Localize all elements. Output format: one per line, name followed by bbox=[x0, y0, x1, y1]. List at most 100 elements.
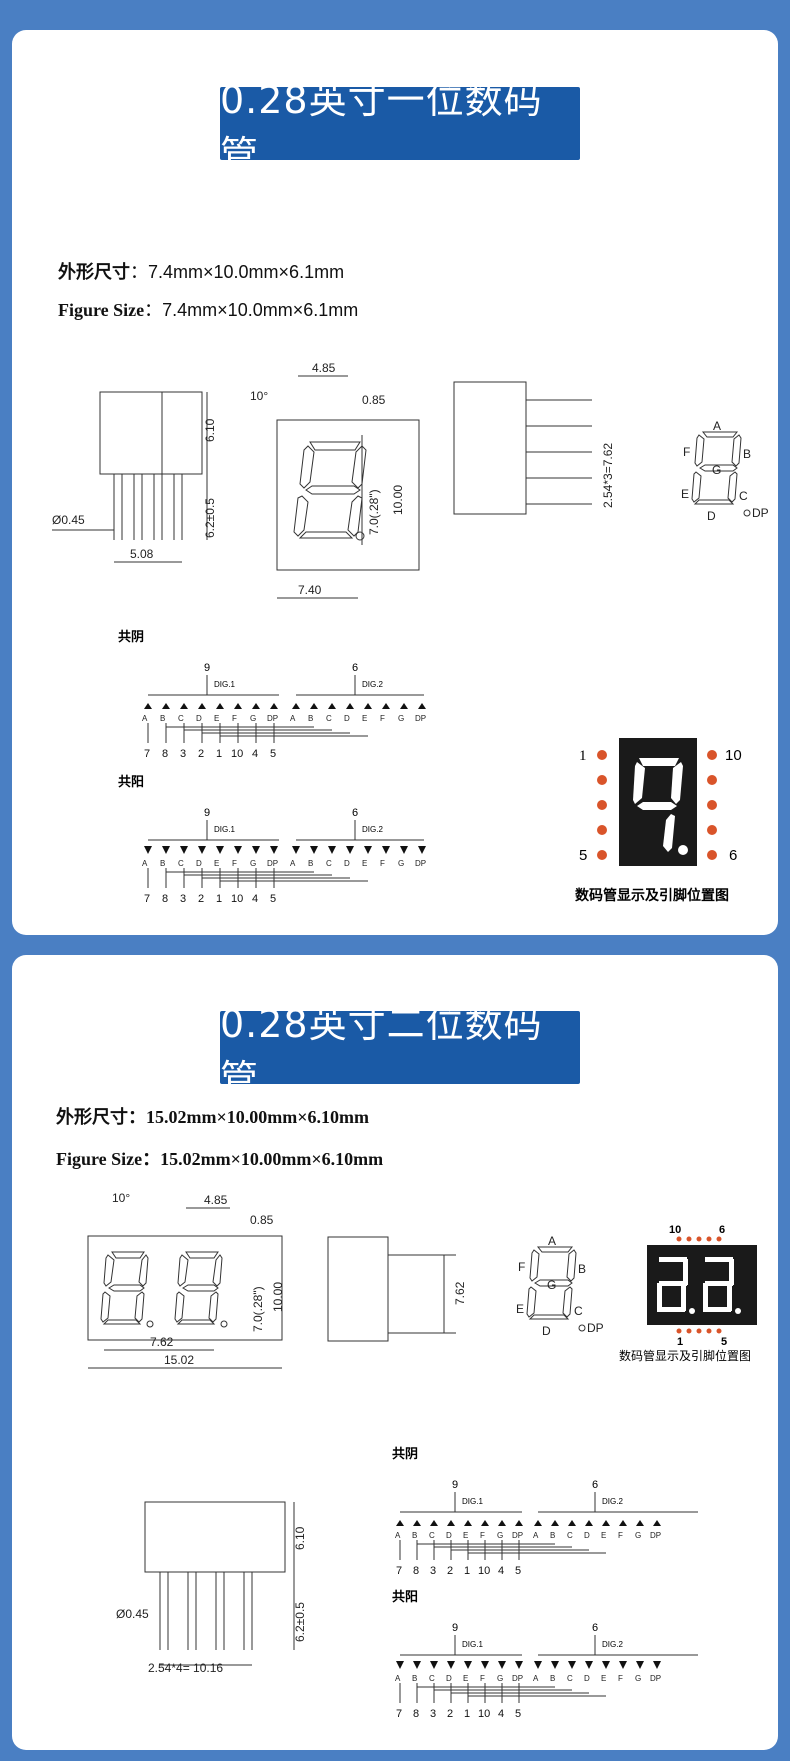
svg-text:A: A bbox=[533, 1531, 539, 1540]
front-height: 10.00 bbox=[391, 485, 405, 515]
svg-text:D: D bbox=[542, 1324, 551, 1338]
pin-tr: 10 bbox=[725, 747, 742, 764]
front-view-drawing: 10° 4.85 0.85 7.0(.28") 10.00 7.62 15.02 bbox=[87, 1191, 285, 1369]
svg-text:F: F bbox=[480, 1674, 485, 1683]
svg-text:F: F bbox=[380, 714, 385, 723]
svg-text:A: A bbox=[142, 714, 148, 723]
display-pinout: 1 10 5 6 数码管显示及引脚位置图 bbox=[575, 738, 742, 903]
display-pinout: 10 6 1 5 数码管显示及引脚位置图 bbox=[619, 1224, 757, 1363]
display-caption: 数码管显示及引脚位置图 bbox=[575, 887, 729, 903]
section-one-digit: 0.28英寸一位数码管 外形尺寸：7.4mm×10.0mm×6.1mm Figu… bbox=[12, 30, 778, 935]
pin-tl: 1 bbox=[579, 748, 587, 764]
svg-text:G: G bbox=[497, 1531, 503, 1540]
dig2-label: DIG.2 bbox=[362, 680, 383, 689]
bottom-dia: Ø0.45 bbox=[116, 1607, 149, 1621]
side-dia: Ø0.45 bbox=[52, 513, 85, 527]
anode-label: 共阳 bbox=[118, 774, 144, 789]
seg-a: A bbox=[713, 419, 721, 433]
svg-text:DP: DP bbox=[267, 859, 278, 868]
svg-text:G: G bbox=[497, 1674, 503, 1683]
size-en: Figure Size：7.4mm×10.0mm×6.1mm bbox=[58, 300, 359, 320]
svg-text:D: D bbox=[196, 859, 202, 868]
svg-text:E: E bbox=[362, 859, 367, 868]
dig2-pin: 6 bbox=[352, 662, 358, 674]
svg-text:7: 7 bbox=[396, 1565, 402, 1577]
svg-text:G: G bbox=[398, 714, 404, 723]
svg-text:3: 3 bbox=[430, 1565, 436, 1577]
svg-text:G: G bbox=[547, 1278, 556, 1292]
svg-text:10: 10 bbox=[231, 748, 243, 760]
svg-text:C: C bbox=[178, 859, 184, 868]
svg-text:D: D bbox=[446, 1531, 452, 1540]
side-height: 6.10 bbox=[203, 418, 217, 442]
cathode-diodes bbox=[144, 703, 426, 709]
svg-text:E: E bbox=[463, 1531, 468, 1540]
svg-text:4: 4 bbox=[498, 1565, 504, 1577]
svg-text:F: F bbox=[480, 1531, 485, 1540]
svg-text:A: A bbox=[395, 1531, 401, 1540]
svg-text:2: 2 bbox=[447, 1708, 453, 1720]
svg-text:6: 6 bbox=[352, 807, 358, 819]
svg-text:6: 6 bbox=[592, 1479, 598, 1491]
svg-text:8: 8 bbox=[413, 1708, 419, 1720]
front-angle: 10° bbox=[250, 389, 268, 403]
svg-text:D: D bbox=[196, 714, 202, 723]
svg-text:DP: DP bbox=[267, 714, 278, 723]
svg-text:7: 7 bbox=[144, 748, 150, 760]
svg-text:E: E bbox=[601, 1531, 606, 1540]
side-pin-length: 6.2±0.5 bbox=[203, 498, 217, 538]
svg-text:C: C bbox=[178, 714, 184, 723]
svg-text:B: B bbox=[412, 1531, 417, 1540]
svg-text:DIG.2: DIG.2 bbox=[602, 1640, 623, 1649]
svg-text:C: C bbox=[326, 859, 332, 868]
svg-text:DIG.2: DIG.2 bbox=[602, 1497, 623, 1506]
svg-text:A: A bbox=[548, 1234, 556, 1248]
svg-text:DP: DP bbox=[512, 1674, 523, 1683]
svg-text:9: 9 bbox=[452, 1622, 458, 1634]
svg-text:B: B bbox=[578, 1262, 586, 1276]
section-title: 0.28英寸一位数码管 bbox=[220, 78, 580, 177]
size-cn: 外形尺寸：15.02mm×10.00mm×6.10mm bbox=[56, 1107, 369, 1127]
svg-text:C: C bbox=[574, 1304, 583, 1318]
front-top: 4.85 bbox=[312, 361, 336, 375]
svg-text:D: D bbox=[446, 1674, 452, 1683]
svg-text:DIG.1: DIG.1 bbox=[462, 1497, 483, 1506]
svg-text:G: G bbox=[250, 714, 256, 723]
front-digit: 7.0(.28") bbox=[251, 1286, 265, 1332]
svg-text:A: A bbox=[290, 859, 296, 868]
front-dp: 0.85 bbox=[362, 393, 386, 407]
svg-text:9: 9 bbox=[452, 1479, 458, 1491]
svg-text:1: 1 bbox=[216, 893, 222, 905]
digit-outline bbox=[293, 441, 367, 541]
svg-text:D: D bbox=[344, 714, 350, 723]
svg-text:10: 10 bbox=[478, 1565, 490, 1577]
seg-g: G bbox=[712, 463, 721, 477]
svg-text:DP: DP bbox=[650, 1674, 661, 1683]
svg-text:G: G bbox=[635, 1531, 641, 1540]
svg-text:4: 4 bbox=[252, 893, 258, 905]
svg-text:B: B bbox=[308, 859, 313, 868]
svg-text:G: G bbox=[398, 859, 404, 868]
pin-br: 6 bbox=[729, 847, 737, 864]
anode-diodes bbox=[144, 846, 426, 854]
side-pitch: 7.62 bbox=[453, 1281, 467, 1305]
pin-bl: 5 bbox=[579, 847, 587, 864]
svg-text:7: 7 bbox=[144, 893, 150, 905]
size-cn: 外形尺寸：7.4mm×10.0mm×6.1mm bbox=[58, 262, 345, 282]
front-view-drawing: 4.85 10° 0.85 7.0(.28") 10.00 7.40 bbox=[250, 361, 420, 599]
display-caption: 数码管显示及引脚位置图 bbox=[619, 1348, 751, 1363]
pin-view-drawing: 2.54*3=7.62 bbox=[453, 381, 615, 515]
svg-text:1: 1 bbox=[464, 1565, 470, 1577]
svg-text:DIG.1: DIG.1 bbox=[214, 825, 235, 834]
seg-c: C bbox=[739, 489, 748, 503]
svg-text:F: F bbox=[618, 1674, 623, 1683]
seg-b: B bbox=[743, 447, 751, 461]
svg-text:5: 5 bbox=[270, 893, 276, 905]
svg-text:B: B bbox=[550, 1531, 555, 1540]
